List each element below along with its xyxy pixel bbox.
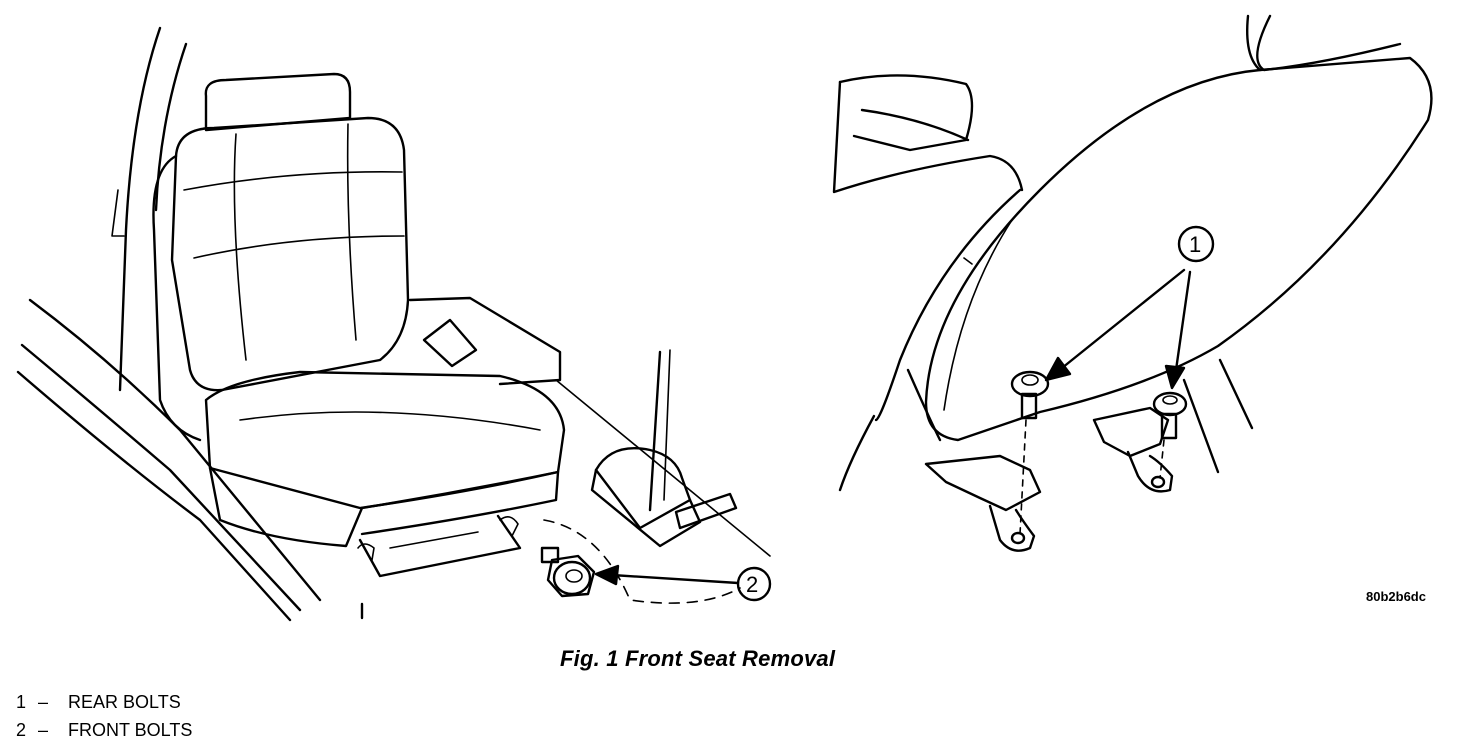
seat-removal-illustration: 2: [16, 14, 1433, 622]
seat-track: [358, 514, 522, 578]
seat-outer-curve: [838, 414, 876, 492]
rear-bolt-left-top: [1021, 374, 1039, 386]
legend-separator: –: [38, 692, 49, 712]
callout-1-arrowhead-left: [1044, 356, 1072, 382]
figure-code: 80b2b6dc: [1366, 589, 1426, 604]
rear-bolt-left: [1010, 370, 1050, 420]
floor-bracket-base: [590, 468, 702, 548]
rear-bolt-right: [1152, 391, 1188, 440]
door-sill-inner: [16, 370, 292, 622]
legend-number: 2: [16, 720, 27, 740]
legend-item: 2 – FRONT BOLTS: [16, 716, 192, 744]
seat-back-top: [1246, 14, 1262, 72]
right-view-rear-bolts: 1: [832, 14, 1433, 552]
seat-back-right-lines: [1182, 358, 1254, 474]
callout-1-circle: [1177, 225, 1215, 263]
seat-cushion: [204, 370, 566, 510]
door-pillar-inner: [154, 42, 188, 212]
console: [408, 296, 562, 386]
floor-lever: [648, 350, 662, 512]
legend-number: 1: [16, 692, 27, 712]
callout-2-arrowhead: [594, 564, 620, 586]
track-clip-right: [499, 516, 519, 537]
rear-bolt-right-shank: [1160, 412, 1178, 440]
rear-bolt-right-top: [1162, 395, 1178, 405]
seat-cushion-stitch: [239, 411, 541, 431]
headrest: [204, 72, 352, 132]
track-clip-left: [357, 543, 375, 561]
callout-2-circle: [736, 566, 772, 602]
floor-lever-2: [663, 349, 671, 501]
seat-side-line: [906, 368, 942, 442]
front-bolt: [540, 546, 596, 598]
legend: 1 – REAR BOLTS 2 – FRONT BOLTS: [16, 688, 192, 744]
right-bolt-guide: [1159, 439, 1165, 479]
seat-back-stitch-1: [183, 171, 403, 191]
door-pillar: [118, 26, 162, 392]
front-bolt-face: [565, 569, 583, 583]
left-track-plate: [988, 504, 1036, 552]
callout-1-arrowhead-right: [1164, 364, 1186, 390]
seat-back-stitch-3: [233, 133, 247, 361]
right-track: [1092, 406, 1170, 458]
callout-1-leader-left: [1060, 268, 1186, 370]
front-bolt-dash-arc: [543, 519, 741, 604]
seat-side-trim-2: [963, 257, 973, 265]
seat-back-side: [152, 154, 202, 442]
right-track-bolt-hole: [1150, 475, 1166, 489]
front-bolt-head: [546, 554, 596, 598]
door-frame-edge: [111, 189, 125, 237]
seat-back-inner-edge: [943, 219, 1013, 411]
legend-label: REAR BOLTS: [68, 692, 181, 712]
front-bolt-flange: [552, 560, 592, 596]
right-track-plate: [1126, 450, 1174, 493]
figure-caption: Fig. 1 Front Seat Removal: [560, 646, 836, 671]
door-sill-outer: [28, 298, 322, 602]
door-sill-mid: [20, 343, 302, 612]
seat-cushion-front: [208, 466, 364, 548]
left-bolt-guide: [1019, 419, 1027, 535]
callout-2-number: 2: [746, 572, 758, 597]
floor-pedal: [674, 492, 738, 530]
seat-back-stitch-2: [193, 235, 405, 259]
callout-2-leader: [610, 573, 740, 585]
legend-label: FRONT BOLTS: [68, 720, 193, 740]
legend-separator: –: [38, 720, 49, 740]
seat-cushion-front-2: [360, 470, 560, 536]
rear-bolt-left-shank: [1020, 392, 1038, 420]
callout-1-leader-right: [1174, 270, 1192, 372]
floor-bracket: [594, 447, 692, 530]
left-view-seat-in-vehicle: 2: [16, 26, 772, 622]
console-lever: [422, 318, 478, 368]
left-track-bolt-hole: [1010, 531, 1026, 545]
rear-seat-back: [838, 74, 974, 152]
seat-track-inner: [389, 531, 479, 549]
left-track: [924, 454, 1042, 512]
callout-1-number: 1: [1189, 232, 1201, 257]
seat-back-stitch-4: [346, 123, 357, 341]
rear-bolt-left-head: [1010, 370, 1050, 398]
seat-back: [170, 116, 410, 392]
seat-side-trim: [874, 188, 1022, 422]
front-bolt-shank: [540, 546, 560, 564]
legend-item: 1 – REAR BOLTS: [16, 688, 192, 716]
seat-back-outer: [924, 56, 1433, 442]
seat-back-profile: [1256, 14, 1402, 72]
floor-line: [555, 379, 771, 557]
rear-seat-back-lower: [832, 80, 1024, 194]
